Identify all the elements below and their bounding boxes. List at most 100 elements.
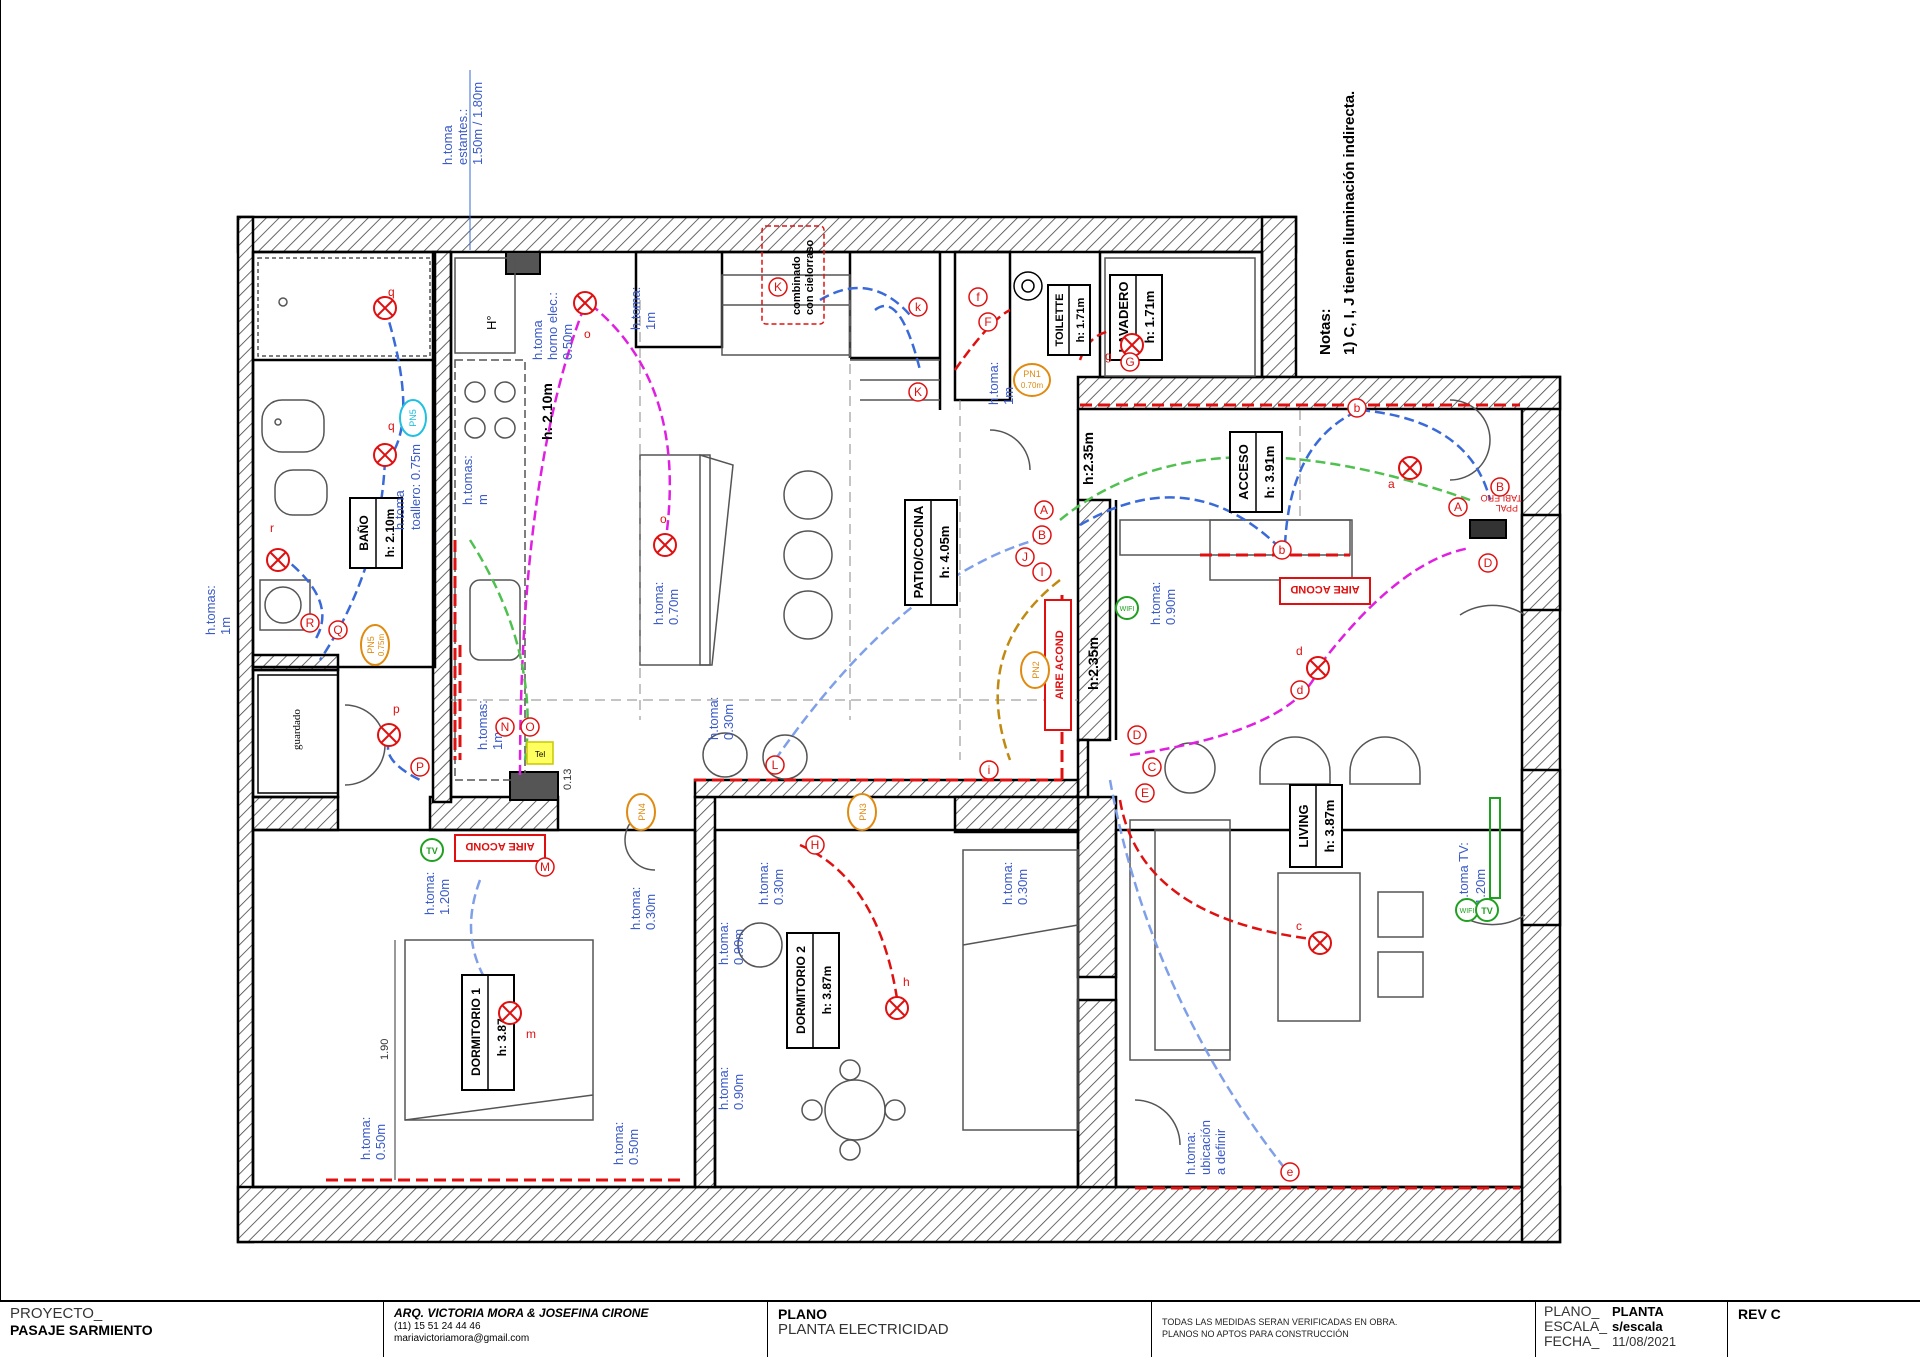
svg-text:h.tomas:: h.tomas:: [203, 585, 218, 635]
svg-text:ubicación: ubicación: [1198, 1120, 1213, 1175]
svg-text:b: b: [1354, 401, 1361, 415]
svg-text:1.20m: 1.20m: [1473, 869, 1488, 905]
escala-value: s/escala: [1612, 1319, 1663, 1334]
svg-text:A: A: [1040, 503, 1048, 517]
svg-text:estantes.:: estantes.:: [455, 109, 470, 165]
svg-text:L: L: [772, 758, 779, 772]
svg-text:d: d: [1296, 644, 1303, 658]
svg-text:0.30m: 0.30m: [1015, 869, 1030, 905]
svg-text:1m: 1m: [1001, 387, 1016, 405]
svg-text:AIRE ACOND: AIRE ACOND: [1290, 583, 1359, 595]
room-height: h: 1.71m: [1142, 291, 1157, 344]
nota-1: TODAS LAS MEDIDAS SERAN VERIFICADAS EN O…: [1162, 1317, 1398, 1327]
svg-text:1m: 1m: [490, 732, 505, 750]
svg-text:PN5: PN5: [366, 636, 376, 654]
svg-text:o: o: [660, 512, 667, 526]
svg-text:WIFI: WIFI: [1460, 908, 1475, 915]
svg-text:0.50m: 0.50m: [560, 324, 575, 360]
svg-text:h.toma:: h.toma:: [651, 582, 666, 625]
tv-living: TV: [1475, 898, 1499, 922]
notes: Notas: 1) C, I, J tienen iluminación ind…: [1317, 91, 1358, 355]
tb-rev: REV C: [1728, 1302, 1920, 1357]
svg-text:h: 2.10m: h: 2.10m: [539, 383, 555, 440]
svg-text:I: I: [1040, 565, 1043, 579]
room-label-toilette: TOILETTE h: 1.71m: [1047, 284, 1091, 356]
svg-text:h.toma:: h.toma:: [986, 362, 1001, 405]
svg-text:F: F: [984, 315, 991, 329]
pillar-kitchen: [509, 771, 559, 801]
svg-text:p: p: [393, 702, 400, 716]
svg-text:h: h: [903, 975, 910, 989]
room-label-acceso: ACCESO h: 3.91m: [1229, 431, 1283, 513]
svg-text:AIRE ACOND: AIRE ACOND: [1054, 630, 1066, 699]
svg-text:h.toma:: h.toma:: [1148, 582, 1163, 625]
svg-text:0.90m: 0.90m: [731, 1074, 746, 1110]
notes-title: Notas:: [1317, 308, 1334, 355]
svg-text:O: O: [525, 720, 534, 734]
svg-text:D: D: [1484, 556, 1493, 570]
svg-text:h.toma:: h.toma:: [422, 872, 437, 915]
tablero-label: TABLERO PPAL: [1481, 493, 1522, 513]
svg-text:K: K: [774, 280, 782, 294]
svg-text:0.30m: 0.30m: [771, 869, 786, 905]
svg-text:AIRE ACOND: AIRE ACOND: [465, 840, 534, 852]
svg-text:h.toma:: h.toma:: [628, 887, 643, 930]
svg-text:1.50m / 1.80m: 1.50m / 1.80m: [470, 82, 485, 165]
svg-text:h.toma:: h.toma:: [716, 922, 731, 965]
svg-text:N: N: [501, 720, 510, 734]
svg-text:m: m: [475, 494, 490, 505]
svg-text:PN5: PN5: [408, 409, 418, 427]
svg-text:A: A: [1454, 500, 1462, 514]
room-name: TOILETTE: [1054, 294, 1066, 347]
proyecto-label: PROYECTO_: [10, 1305, 103, 1322]
arq-email: mariavictoriamora@gmail.com: [394, 1333, 530, 1344]
room-label-living: LIVING h: 3.87m: [1289, 784, 1343, 868]
svg-text:h.tomas:: h.tomas:: [475, 700, 490, 750]
tb-proyecto: PROYECTO_ PASAJE SARMIENTO: [0, 1302, 384, 1357]
svg-text:PN2: PN2: [1031, 661, 1041, 679]
svg-text:h.toma TV:: h.toma TV:: [1456, 842, 1471, 905]
svg-text:TV: TV: [426, 846, 438, 856]
aire-acond-dorm1: AIRE ACOND: [454, 834, 546, 862]
svg-text:1.20m: 1.20m: [437, 879, 452, 915]
fecha-value: 11/08/2021: [1612, 1334, 1677, 1349]
title-block: PROYECTO_ PASAJE SARMIENTO ARQ. VICTORIA…: [0, 1300, 1920, 1357]
svg-text:q: q: [388, 285, 395, 299]
height-annotations: h.toma estantes.: 1.50m / 1.80m h.toma h…: [203, 82, 1488, 1175]
svg-text:h.toma:: h.toma:: [1183, 1132, 1198, 1175]
svg-text:o: o: [584, 327, 591, 341]
svg-text:0.50m: 0.50m: [373, 1124, 388, 1160]
dim-190: 1.90: [379, 1039, 391, 1060]
projection-lines: [451, 300, 1301, 760]
panel-pn3: PN3: [847, 793, 877, 831]
panel-cyan: PN5: [399, 399, 427, 437]
tb-notas: TODAS LAS MEDIDAS SERAN VERIFICADAS EN O…: [1152, 1302, 1536, 1357]
svg-text:m: m: [526, 1027, 536, 1041]
svg-text:P: P: [416, 760, 424, 774]
svg-text:Tel: Tel: [535, 750, 545, 759]
svg-text:h.tomas:: h.tomas:: [460, 455, 475, 505]
svg-text:PN4: PN4: [637, 803, 647, 821]
svg-text:con cielorraso: con cielorraso: [804, 240, 816, 315]
svg-text:h.toma: h.toma: [392, 489, 407, 530]
wifi-living: WIFI: [1455, 898, 1479, 922]
arq-phone: (11) 15 51 24 44 46: [394, 1321, 481, 1332]
svg-text:h.toma:: h.toma:: [358, 1117, 373, 1160]
svg-text:Q: Q: [333, 623, 342, 637]
svg-text:K: K: [914, 385, 922, 399]
svg-text:h.toma: h.toma: [440, 124, 455, 165]
tb-arq: ARQ. VICTORIA MORA & JOSEFINA CIRONE (11…: [384, 1302, 768, 1357]
room-name: ACCESO: [1236, 444, 1251, 500]
room-height: h: 1.71m: [1075, 297, 1087, 342]
room-label-patio: PATIO/COCINA h: 4.05m: [904, 499, 958, 606]
svg-text:E: E: [1141, 786, 1149, 800]
svg-text:combinado: combinado: [791, 256, 803, 315]
svg-text:G: G: [1125, 355, 1134, 369]
pillar-tablero: [1469, 519, 1507, 539]
pillar-top: [505, 251, 541, 275]
panel-pn2: PN2: [1020, 651, 1050, 689]
walls: [236, 215, 1562, 1244]
svg-text:WIFI: WIFI: [1120, 606, 1135, 613]
svg-text:TABLERO: TABLERO: [1481, 493, 1522, 503]
svg-text:TV: TV: [1481, 906, 1493, 916]
